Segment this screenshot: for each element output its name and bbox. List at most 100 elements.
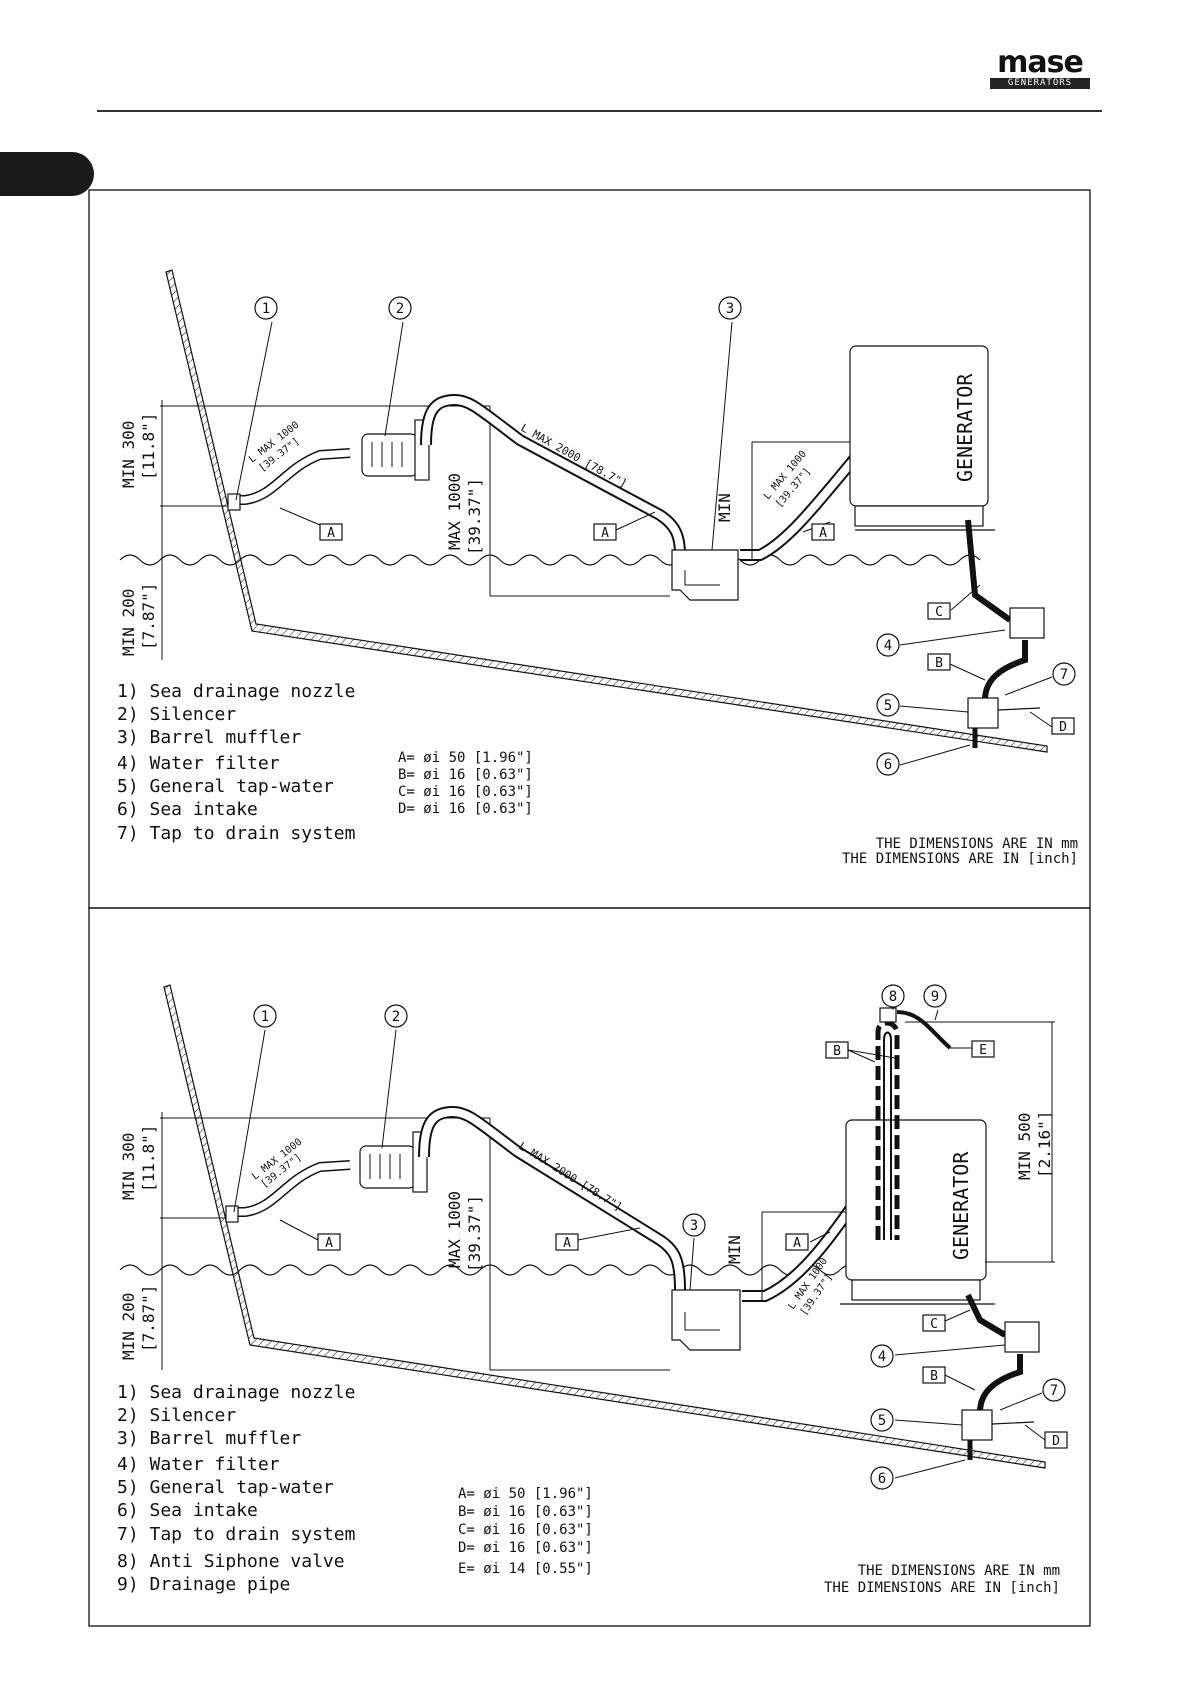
box-b-c: C	[930, 1317, 938, 1332]
dim-max1000: MAX 1000	[445, 473, 464, 550]
badge-b6: 6	[878, 1471, 886, 1487]
legend-bottom-2: 2) Silencer	[117, 1405, 236, 1426]
dim-b-max1000: MAX 1000	[445, 1191, 464, 1268]
legend-bottom-1: 1) Sea drainage nozzle	[117, 1382, 355, 1403]
legend-top-5: 5) General tap-water	[117, 776, 334, 797]
dim-b-min: MIN	[725, 1235, 744, 1264]
box-b-e: E	[979, 1043, 987, 1058]
dim-b-max1000-in: [39.37"]	[465, 1195, 484, 1272]
panel-bottom	[119, 984, 1068, 1490]
panel-top-text: 1 2 3 4 5 6 7 A A A C B D MIN 300 [11.8"…	[117, 301, 1078, 867]
badge-7: 7	[1060, 667, 1068, 683]
dim-min200-in: [7.87"]	[139, 583, 158, 650]
legend-top-4: 4) Water filter	[117, 753, 280, 774]
generator-label: GENERATOR	[953, 373, 977, 482]
water-filter-bottom	[1004, 1321, 1040, 1353]
dim-min300: MIN 300	[119, 421, 138, 488]
spec-top-a: A= øi 50 [1.96"]	[398, 750, 533, 766]
box-d: D	[1059, 720, 1067, 735]
panel-top	[119, 269, 1076, 776]
legend-bottom-4: 4) Water filter	[117, 1454, 280, 1475]
box-b: B	[935, 656, 943, 671]
panel-bottom-frame	[88, 907, 1091, 1627]
legend-bottom-9: 9) Drainage pipe	[117, 1574, 290, 1595]
hull-bottom	[163, 984, 1046, 1469]
silencer-bottom	[359, 1145, 416, 1189]
legend-bottom-5: 5) General tap-water	[117, 1477, 334, 1498]
water-filter-top	[1009, 607, 1045, 639]
badge-b1: 1	[261, 1009, 269, 1025]
dim-max1000-in: [39.37"]	[465, 478, 484, 555]
box-c: C	[935, 605, 943, 620]
badge-4: 4	[884, 638, 892, 654]
header-rule	[97, 110, 1102, 112]
dims-mm-bottom: THE DIMENSIONS ARE IN mm	[858, 1563, 1060, 1579]
box-b-a1: A	[325, 1236, 333, 1251]
box-b-a3: A	[793, 1236, 801, 1251]
spec-bottom-a: A= øi 50 [1.96"]	[458, 1486, 593, 1502]
dims-mm-top: THE DIMENSIONS ARE IN mm	[876, 836, 1078, 852]
legend-top-1: 1) Sea drainage nozzle	[117, 681, 355, 702]
badge-b8: 8	[889, 989, 897, 1005]
barrel-muffler-bottom	[671, 1289, 741, 1351]
dims-inch-top: THE DIMENSIONS ARE IN [inch]	[842, 851, 1078, 867]
spec-top-c: C= øi 16 [0.63"]	[398, 784, 533, 800]
box-a-1: A	[327, 526, 335, 541]
spec-top-d: D= øi 16 [0.63"]	[398, 801, 533, 817]
spec-bottom-d: D= øi 16 [0.63"]	[458, 1540, 593, 1556]
spec-top-b: B= øi 16 [0.63"]	[398, 767, 533, 783]
dim-b-min500-in: [2.16"]	[1035, 1111, 1054, 1178]
dim-b-min500: MIN 500	[1015, 1113, 1034, 1180]
badge-b5: 5	[878, 1413, 886, 1429]
badge-b3: 3	[690, 1218, 698, 1234]
badge-6: 6	[884, 757, 892, 773]
mase-logo: mase GENERATORS	[988, 46, 1092, 90]
badge-2: 2	[396, 301, 404, 317]
logo-subtitle: GENERATORS	[990, 78, 1090, 89]
dim-min200: MIN 200	[119, 589, 138, 656]
silencer-top	[361, 433, 418, 477]
waterline-top	[119, 554, 981, 566]
hull-top	[165, 269, 1048, 753]
badge-b9: 9	[931, 989, 939, 1005]
dim-b-min300-in: [11.8"]	[139, 1125, 158, 1192]
box-b-d: D	[1052, 1434, 1060, 1449]
legend-bottom-8: 8) Anti Siphone valve	[117, 1551, 345, 1572]
box-b-b1: B	[833, 1044, 841, 1059]
box-a-2: A	[601, 526, 609, 541]
dim-b-min200: MIN 200	[119, 1293, 138, 1360]
spec-bottom-e: E= øi 14 [0.55"]	[458, 1561, 593, 1577]
dim-b-min200-in: [7.87"]	[139, 1285, 158, 1352]
dim-min300-in: [11.8"]	[139, 413, 158, 480]
generator-label-bottom: GENERATOR	[949, 1151, 973, 1260]
dims-inch-bottom: THE DIMENSIONS ARE IN [inch]	[824, 1580, 1060, 1596]
tap-top	[967, 697, 999, 729]
dim-b-min300: MIN 300	[119, 1133, 138, 1200]
badge-3: 3	[726, 301, 734, 317]
spec-bottom-c: C= øi 16 [0.63"]	[458, 1522, 593, 1538]
dim-lmax2000: L MAX 2000 [78.7"]	[519, 421, 630, 490]
badge-b7: 7	[1050, 1383, 1058, 1399]
dim-min: MIN	[715, 493, 734, 522]
box-b-b2: B	[930, 1369, 938, 1384]
badge-b4: 4	[878, 1349, 886, 1365]
barrel-muffler-top	[671, 549, 739, 601]
legend-top-2: 2) Silencer	[117, 704, 236, 725]
legend-top-3: 3) Barrel muffler	[117, 727, 301, 748]
legend-bottom-7: 7) Tap to drain system	[117, 1524, 355, 1545]
badge-5: 5	[884, 698, 892, 714]
panel-bottom-text: 1 2 3 8 9 4 5 6 7 A A A B E C B D MIN 30…	[117, 989, 1060, 1596]
legend-bottom-6: 6) Sea intake	[117, 1500, 258, 1521]
legend-top-6: 6) Sea intake	[117, 799, 258, 820]
box-a-3: A	[819, 526, 827, 541]
badge-b2: 2	[392, 1009, 400, 1025]
legend-top-7: 7) Tap to drain system	[117, 823, 355, 844]
dim-b-lmax2000: L MAX 2000 [78.7"]	[516, 1140, 624, 1214]
spec-bottom-b: B= øi 16 [0.63"]	[458, 1504, 593, 1520]
logo-word: mase	[997, 45, 1084, 80]
legend-bottom-3: 3) Barrel muffler	[117, 1428, 301, 1449]
box-b-a2: A	[563, 1236, 571, 1251]
tap-bottom	[961, 1409, 993, 1441]
section-tab	[0, 152, 94, 196]
